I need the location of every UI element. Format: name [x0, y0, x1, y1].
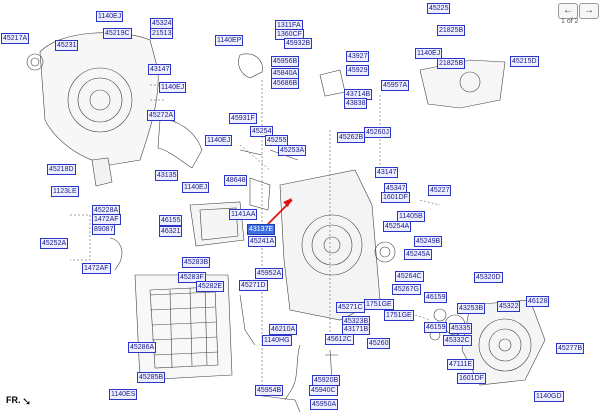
part-label[interactable]: 21513 — [150, 28, 174, 39]
part-label[interactable]: 45264C — [395, 271, 424, 282]
part-label[interactable]: 1141AA — [229, 209, 258, 220]
part-label[interactable]: 45218D — [47, 164, 76, 175]
part-label[interactable]: 45254 — [250, 126, 274, 137]
part-label[interactable]: 45335 — [449, 323, 473, 334]
part-label[interactable]: 21825B — [437, 25, 466, 36]
part-label[interactable]: 45956B — [271, 56, 300, 67]
part-label[interactable]: 1140EJ — [415, 48, 443, 59]
part-label[interactable]: 1601DF — [457, 373, 486, 384]
part-label[interactable]: 45249B — [414, 236, 443, 247]
part-label[interactable]: 43171B — [342, 324, 371, 335]
part-label[interactable]: 45231 — [55, 40, 79, 51]
part-label[interactable]: 45227 — [428, 185, 452, 196]
part-label[interactable]: 1140EP — [215, 35, 244, 46]
part-label[interactable]: 1140EJ — [159, 82, 187, 93]
part-label[interactable]: 43253B — [457, 303, 486, 314]
part-label[interactable]: 45253A — [278, 145, 307, 156]
part-label[interactable]: 45271C — [336, 302, 365, 313]
part-label[interactable]: 45283B — [182, 257, 211, 268]
part-label[interactable]: 43147 — [148, 64, 172, 75]
part-label[interactable]: 21825B — [437, 58, 466, 69]
next-button[interactable]: → — [579, 3, 599, 19]
part-label[interactable]: 45225 — [427, 3, 451, 14]
part-label[interactable]: 43135 — [155, 170, 179, 181]
part-label[interactable]: 1751GE — [364, 299, 394, 310]
part-label[interactable]: 45245A — [404, 249, 433, 260]
part-label[interactable]: 45219C — [103, 28, 132, 39]
part-label[interactable]: 48648 — [224, 175, 248, 186]
part-label[interactable]: 45260J — [364, 127, 391, 138]
part-label[interactable]: 45241A — [248, 236, 277, 247]
part-label[interactable]: 1140EJ — [182, 182, 210, 193]
part-label[interactable]: 45952A — [255, 268, 284, 279]
page-indicator: 1 of 2 — [561, 18, 579, 25]
part-label[interactable]: 45282E — [196, 281, 225, 292]
part-label-highlighted[interactable]: 43137E — [247, 224, 276, 235]
part-label[interactable]: 45252A — [40, 238, 69, 249]
part-label[interactable]: 45931F — [229, 113, 257, 124]
part-label[interactable]: 45322 — [497, 301, 521, 312]
part-label[interactable]: 45260 — [367, 338, 391, 349]
part-label[interactable]: 46155 — [159, 215, 183, 226]
front-arrow-icon: ➘ — [22, 396, 32, 408]
part-label[interactable]: 45215D — [510, 56, 539, 67]
part-label[interactable]: 45332C — [443, 335, 472, 346]
part-label[interactable]: 45217A — [1, 33, 30, 44]
part-label[interactable]: 1601DF — [381, 192, 410, 203]
part-label[interactable]: 46159 — [424, 322, 448, 333]
part-label[interactable]: 45950A — [310, 399, 339, 410]
part-label[interactable]: 43927 — [346, 51, 370, 62]
part-label[interactable]: 1140ES — [109, 389, 138, 400]
part-label[interactable]: 47111E — [447, 359, 475, 370]
part-label[interactable]: 45285B — [137, 372, 166, 383]
part-label[interactable]: 45320D — [474, 272, 503, 283]
front-orientation-label: FR. — [6, 395, 21, 405]
part-label[interactable]: 46128 — [526, 296, 550, 307]
part-label[interactable]: 46321 — [159, 226, 183, 237]
part-label[interactable]: 1751GE — [384, 310, 414, 321]
part-label[interactable]: 45612C — [325, 334, 354, 345]
part-label[interactable]: 1140EJ — [96, 11, 124, 22]
part-label[interactable]: 45954B — [255, 385, 284, 396]
part-label[interactable]: 45957A — [381, 80, 410, 91]
part-label[interactable]: 45272A — [147, 110, 176, 121]
part-label[interactable]: 45929 — [346, 65, 370, 76]
part-label[interactable]: 45277B — [556, 343, 585, 354]
part-label[interactable]: 46210A — [269, 324, 298, 335]
part-label[interactable]: 46159 — [424, 292, 448, 303]
part-label[interactable]: 1140HG — [262, 335, 292, 346]
part-label[interactable]: 45255 — [265, 135, 289, 146]
part-label[interactable]: 45254A — [383, 221, 412, 232]
part-label[interactable]: 1140EJ — [205, 135, 233, 146]
back-button[interactable]: ← — [558, 3, 578, 19]
part-label[interactable]: 45283F — [178, 272, 206, 283]
part-label[interactable]: 45267G — [392, 284, 421, 295]
part-label[interactable]: 45940C — [309, 385, 338, 396]
part-label[interactable]: 1123LE — [51, 186, 79, 197]
part-label[interactable]: 89087 — [92, 224, 116, 235]
part-label[interactable]: 43147 — [375, 167, 399, 178]
part-label[interactable]: 45262B — [337, 132, 366, 143]
page-viewer: ← → 1 of 2 — [556, 0, 600, 30]
part-label[interactable]: 45932B — [284, 38, 313, 49]
part-label[interactable]: 45271D — [239, 280, 268, 291]
part-label[interactable]: 1140GD — [534, 391, 564, 402]
part-label[interactable]: 1472AF — [82, 263, 111, 274]
part-label[interactable]: 43838 — [344, 98, 368, 109]
part-label[interactable]: 45286A — [128, 342, 157, 353]
part-label[interactable]: 45686B — [271, 78, 300, 89]
